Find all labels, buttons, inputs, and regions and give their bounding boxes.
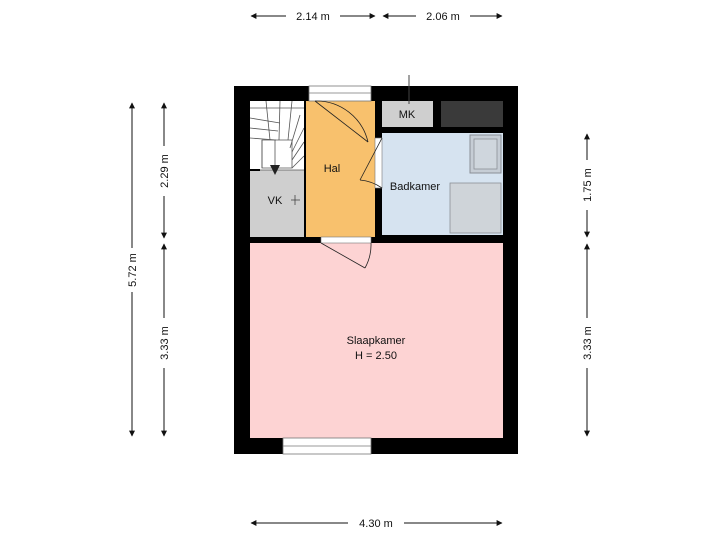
dimension-top-left: 2.14 m [250,11,376,23]
dimension-left-total: 5.72 m [127,102,139,437]
svg-text:3.33 m: 3.33 m [159,326,171,360]
dark-box [441,101,503,127]
door-badkamer [359,137,383,189]
wall-bath-top [382,127,503,133]
svg-text:4.30 m: 4.30 m [359,518,393,530]
mk-room [382,101,433,127]
slaapkamer-room [250,243,503,438]
label-mk: MK [399,109,416,121]
window-top [308,85,372,102]
label-slaapkamer-height: H = 2.50 [355,350,397,362]
wall-vk-top [250,169,260,171]
sink-basin [473,138,498,170]
svg-text:5.72 m: 5.72 m [127,253,139,287]
stair-direction-arrow [270,165,280,175]
label-hal: Hal [324,163,341,175]
door-slaapkamer [320,236,372,269]
wall-middle [250,237,503,243]
dimension-left-upper: 2.29 m [159,102,171,239]
dimension-left-lower: 3.33 m [159,243,171,437]
shower [449,182,502,234]
svg-text:2.06 m: 2.06 m [426,11,460,23]
door-hal-top [314,100,369,143]
svg-text:2.29 m: 2.29 m [159,154,171,188]
label-slaapkamer: Slaapkamer [347,335,406,347]
svg-text:2.14 m: 2.14 m [296,11,330,23]
hal-room [305,101,375,237]
wall-mk-right [433,96,441,128]
dimension-top-right: 2.06 m [382,11,503,23]
label-vk: VK [268,195,283,207]
dimension-right-upper: 1.75 m [582,133,594,238]
wall-hal-left [304,101,306,237]
label-badkamer: Badkamer [390,181,440,193]
svg-text:1.75 m: 1.75 m [582,168,594,202]
dimension-right-lower: 3.33 m [582,243,594,437]
dimension-bottom: 4.30 m [250,518,503,530]
svg-text:3.33 m: 3.33 m [582,326,594,360]
